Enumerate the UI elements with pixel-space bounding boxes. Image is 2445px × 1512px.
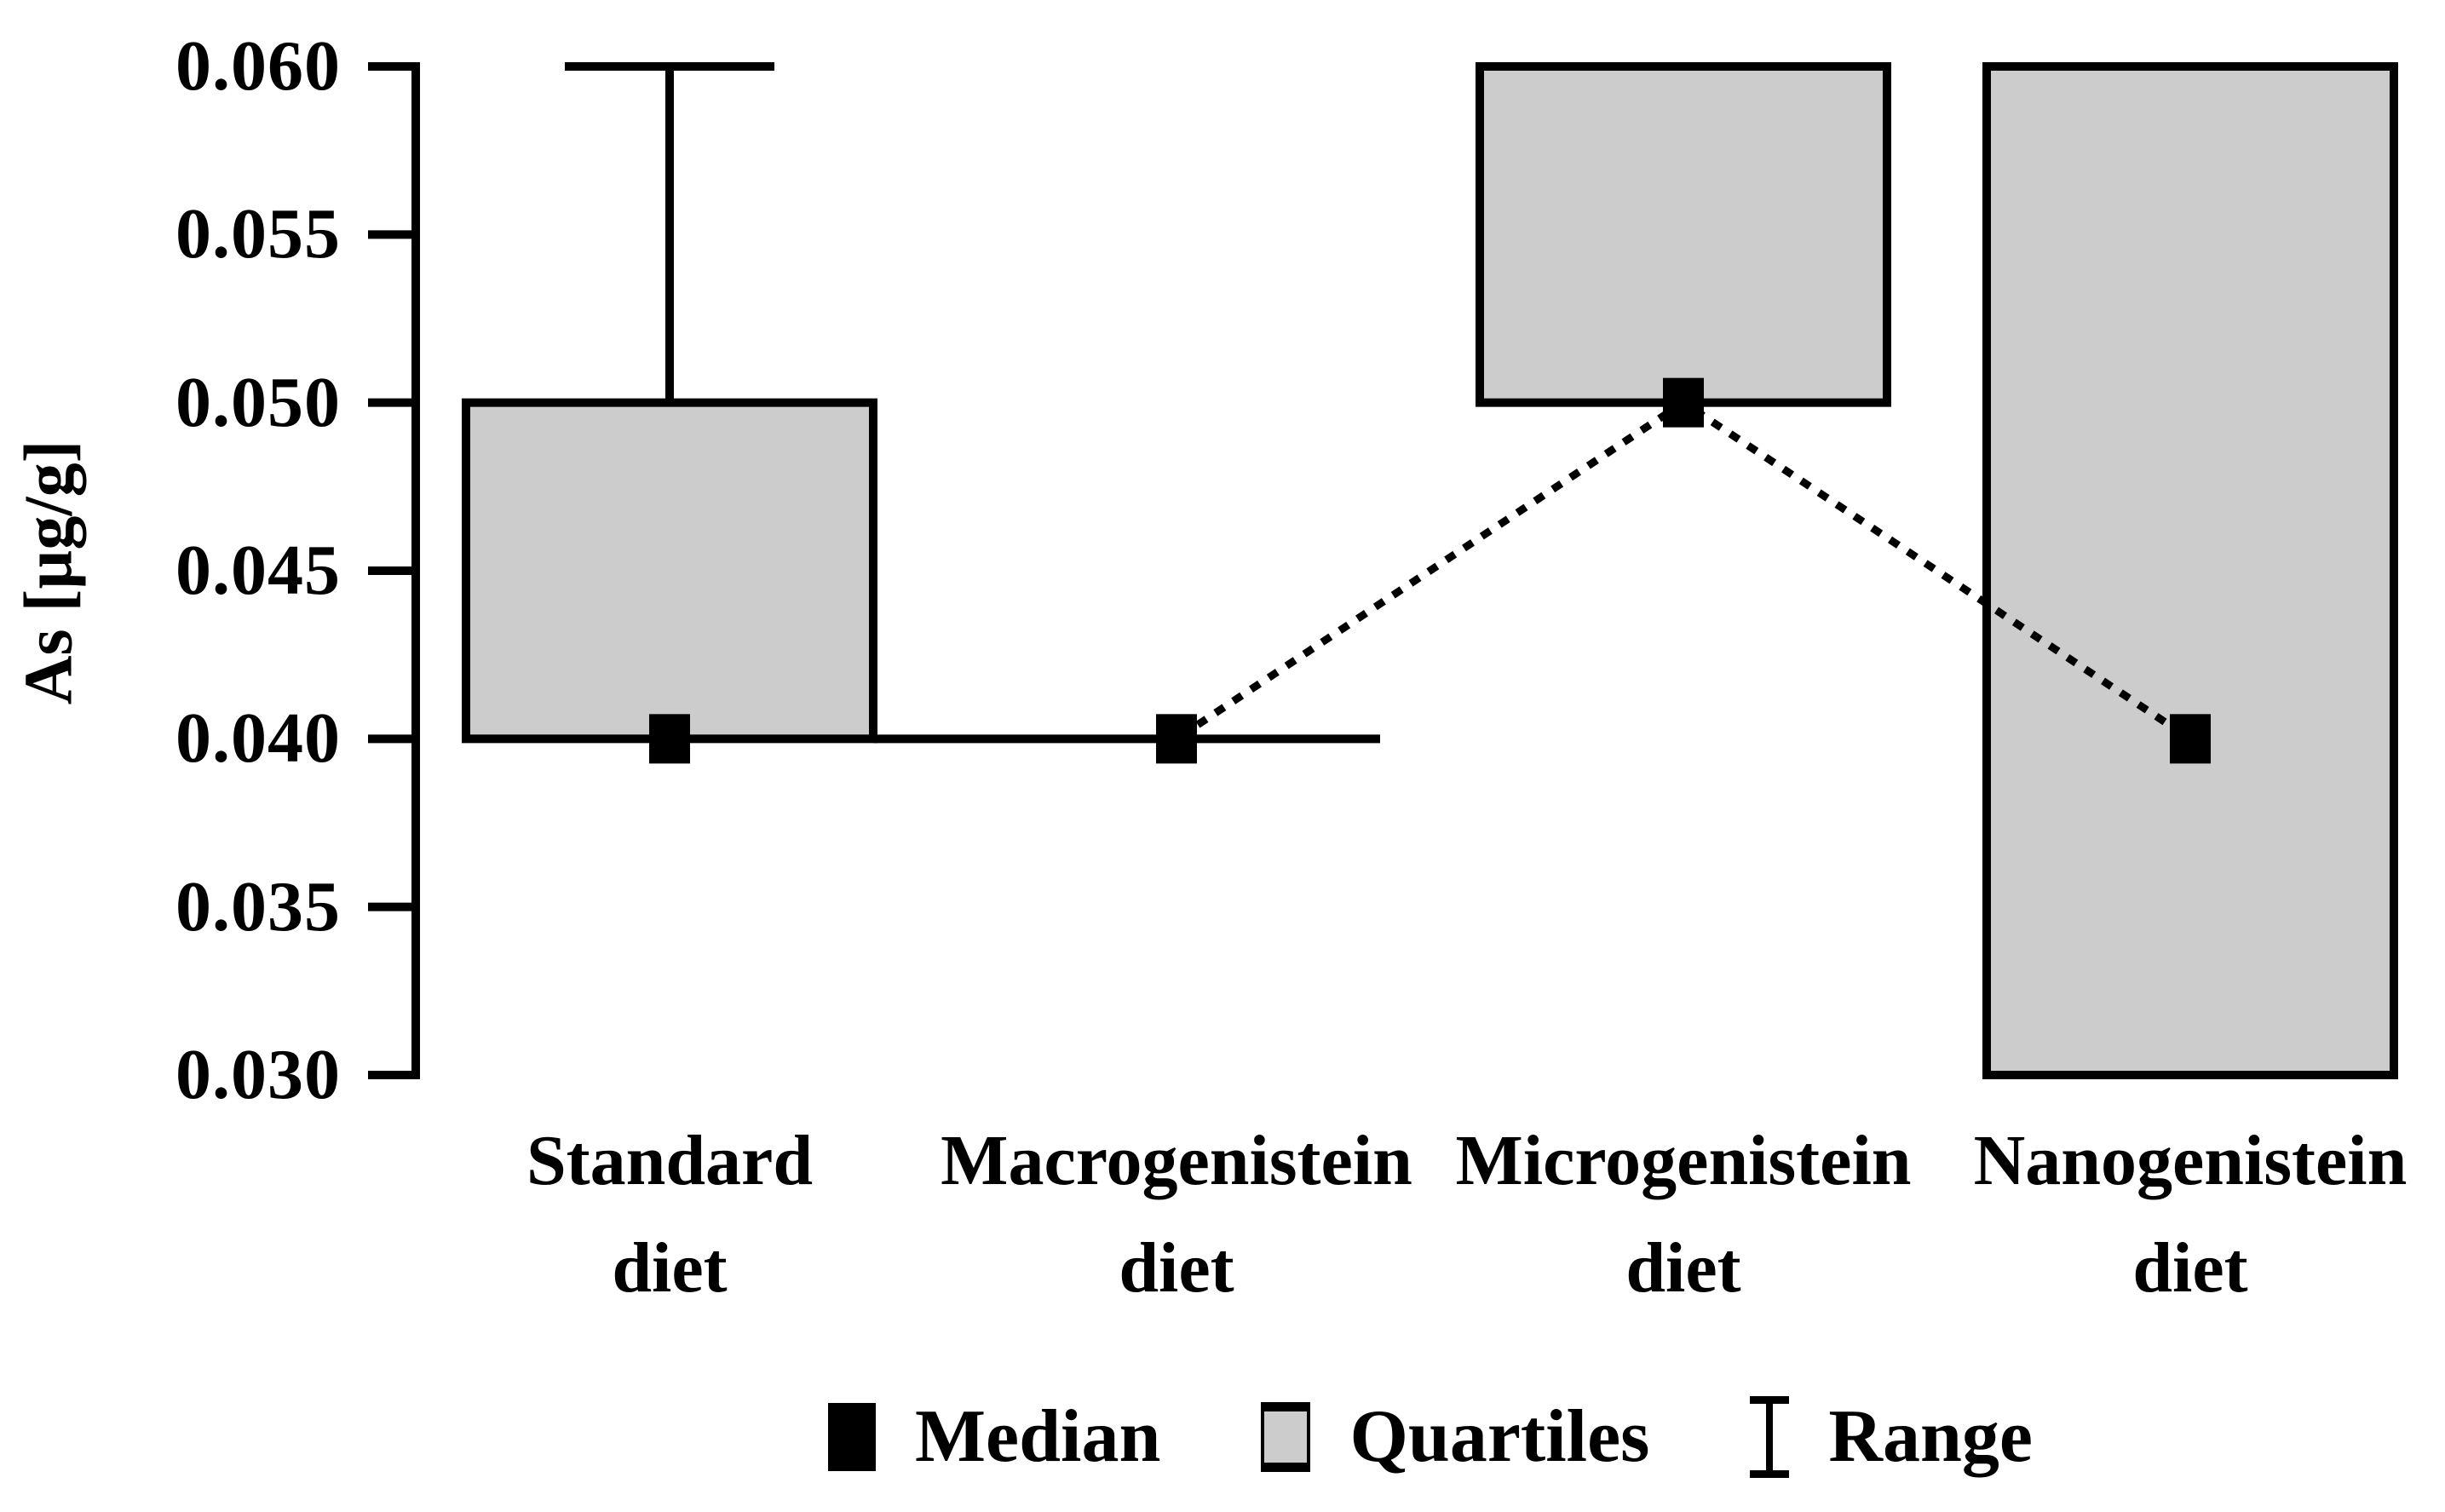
legend-item-quartiles: Quartiles: [1261, 1394, 1649, 1480]
quartile-box-nanogenistein: [1982, 62, 2398, 1079]
x-category-line2: diet: [612, 1228, 728, 1308]
legend: Median Quartiles Range: [416, 1382, 2445, 1492]
quartile-box-microgenistein: [1476, 62, 1891, 407]
median-marker-macrogenistein: [1156, 714, 1197, 764]
x-category-line1: Nanogenistein: [1973, 1121, 2408, 1200]
y-tick-label-0.045: 0.045: [175, 531, 341, 610]
y-tick-label-0.035: 0.035: [175, 866, 341, 946]
median-connector-line: [670, 398, 2193, 743]
median-marker-nanogenistein: [2170, 714, 2211, 764]
x-category-line1: Macrogenistein: [941, 1121, 1412, 1200]
x-category-label-nanogenistein: Nanogenistein diet: [1841, 1107, 2445, 1322]
y-tick-label-0.050: 0.050: [175, 362, 341, 442]
median-marker-microgenistein: [1663, 377, 1704, 428]
x-category-line1: Standard: [526, 1121, 814, 1200]
x-category-line1: Microgenistein: [1455, 1121, 1912, 1200]
quartiles-box-icon: [1261, 1402, 1311, 1472]
x-category-label-macrogenistein: Macrogenistein diet: [827, 1107, 1526, 1322]
legend-item-median: Median: [828, 1394, 1160, 1480]
x-category-line2: diet: [2132, 1228, 2248, 1308]
median-square-icon: [828, 1403, 876, 1471]
y-tick-label-0.060: 0.060: [175, 26, 341, 106]
x-category-line2: diet: [1119, 1228, 1234, 1308]
x-category-label-standard: Standard diet: [320, 1107, 1019, 1322]
y-tick-label-0.030: 0.030: [175, 1035, 341, 1114]
range-ibeam-icon: [1750, 1396, 1790, 1478]
y-tick-label-0.040: 0.040: [175, 699, 341, 779]
legend-label-median: Median: [915, 1395, 1161, 1478]
x-category-label-microgenistein: Microgenistein diet: [1334, 1107, 2033, 1322]
y-tick-label-0.055: 0.055: [175, 194, 341, 274]
legend-label-range: Range: [1828, 1395, 2033, 1478]
legend-item-range: Range: [1750, 1394, 2033, 1480]
x-category-line2: diet: [1625, 1228, 1741, 1308]
quartile-box-standard: [462, 398, 877, 744]
legend-label-quartiles: Quartiles: [1349, 1395, 1650, 1478]
median-marker-standard: [649, 714, 690, 764]
